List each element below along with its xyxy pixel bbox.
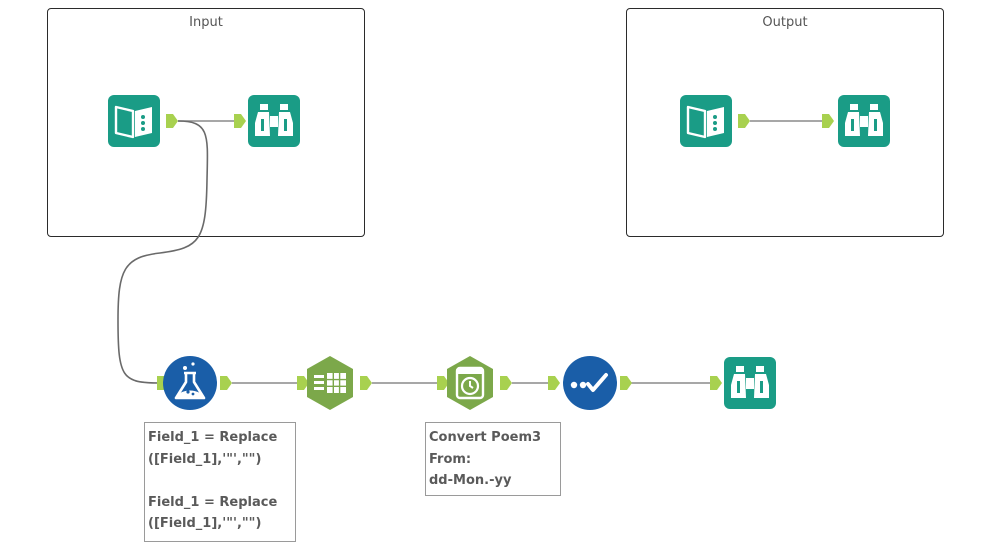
output-data-tool[interactable] (678, 93, 734, 149)
input-container-title: Input (189, 15, 223, 30)
output-container[interactable]: Output (626, 8, 944, 237)
book-icon (108, 95, 160, 147)
datetime-annotation: Convert Poem3 From: dd-Mon.-yy (425, 422, 561, 496)
flask-icon (163, 356, 217, 410)
binoculars-icon (724, 357, 776, 409)
formula-out-anchor[interactable] (220, 376, 232, 390)
textcols-in-anchor[interactable] (297, 376, 309, 390)
textcols-out-anchor[interactable] (360, 376, 372, 390)
input-data-tool[interactable] (106, 93, 162, 149)
binoculars-icon (248, 95, 300, 147)
checkmark-dots-icon (563, 356, 617, 410)
clock-calendar-icon (447, 356, 493, 410)
formula-annotation: Field_1 = Replace ([Field_1],'"',"") Fie… (144, 422, 296, 542)
datetime-out-anchor[interactable] (500, 376, 512, 390)
book-icon (680, 95, 732, 147)
browse-tool-output[interactable] (836, 93, 892, 149)
input-data-out-anchor[interactable] (166, 114, 178, 128)
connection-input-to-formula[interactable] (117, 120, 209, 384)
formula-tool[interactable] (162, 355, 218, 411)
output-container-title: Output (762, 15, 808, 30)
binoculars-icon (838, 95, 890, 147)
browse-output-in-anchor[interactable] (822, 114, 834, 128)
select-in-anchor[interactable] (548, 376, 560, 390)
datetime-tool[interactable] (442, 355, 498, 411)
datetime-in-anchor[interactable] (437, 376, 449, 390)
select-out-anchor[interactable] (620, 376, 632, 390)
browse-tool-input[interactable] (246, 93, 302, 149)
browse-input-in-anchor[interactable] (234, 114, 246, 128)
output-data-out-anchor[interactable] (738, 114, 750, 128)
text-to-columns-tool[interactable] (302, 355, 358, 411)
browse-final-in-anchor[interactable] (710, 376, 722, 390)
browse-tool-final[interactable] (722, 355, 778, 411)
table-columns-icon (307, 356, 353, 410)
select-tool[interactable] (562, 355, 618, 411)
